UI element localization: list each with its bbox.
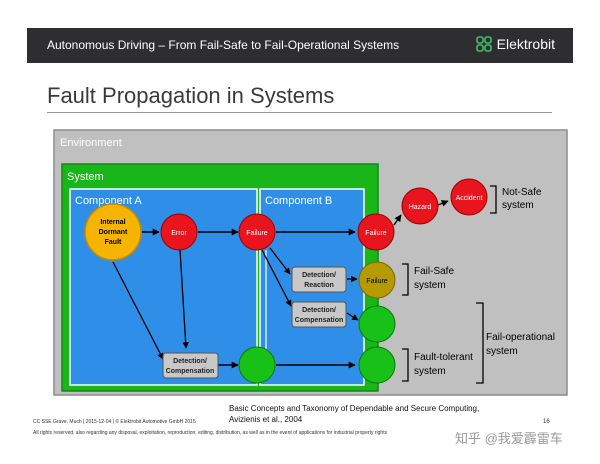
footer-rights: All rights reserved, also regarding any … — [33, 430, 388, 436]
fail-operational-label-line2: system — [486, 346, 518, 357]
not-safe-label-line2: system — [502, 200, 534, 211]
title-divider — [47, 112, 552, 113]
detection-reaction-line1: Detection/ — [302, 272, 336, 279]
hazard-node — [401, 187, 439, 225]
accident-label: Accident — [456, 195, 483, 202]
footer-copyright: CC SSE Grave, Much | 2015-12-04 | © Elek… — [33, 419, 196, 425]
detection-comp-b-to-ok-arrow — [346, 312, 359, 321]
detection-comp-a-line1: Detection/ — [173, 358, 207, 365]
component-failure-node — [238, 213, 276, 251]
error-node — [160, 213, 198, 251]
component-a-label: Component A — [75, 195, 142, 207]
system-label: System — [67, 171, 104, 183]
failure-to-hazard-arrow — [393, 214, 402, 226]
presentation-title: Autonomous Driving – From Fail-Safe to F… — [47, 38, 400, 52]
fault-label-line1: Internal — [100, 219, 125, 226]
detection-compensation-b-box — [291, 301, 347, 328]
citation-line1: Basic Concepts and Taxonomy of Dependabl… — [229, 404, 480, 413]
citation-line2: Avizienis et al., 2004 — [229, 415, 303, 424]
component-ok-node — [238, 346, 276, 384]
hazard-label: Hazard — [409, 204, 432, 211]
fail-operational-ok-node — [358, 305, 396, 343]
brand-logo: Elektrobit — [475, 36, 555, 52]
detection-compensation-a-box — [162, 352, 219, 379]
fault-tolerant-label-line1: Fault-tolerant — [414, 352, 473, 363]
detection-comp-a-line2: Compensation — [166, 368, 215, 375]
failure-to-detection-comp-b-arrow — [261, 249, 292, 307]
page-title: Fault Propagation in Systems — [47, 83, 335, 108]
fail-operational-label-line1: Fail-operational — [486, 332, 555, 343]
fault-label-line2: Dormant — [99, 229, 128, 236]
fail-operational-bracket — [476, 302, 484, 384]
watermark: 知乎 @我爱霹雷车 — [455, 431, 563, 446]
fault-tolerant-bracket — [402, 348, 409, 382]
fail-safe-label-line2: system — [414, 280, 446, 291]
detection-comp-b-line1: Detection/ — [302, 307, 336, 314]
fail-safe-label-line1: Fail-Safe — [414, 266, 454, 277]
fault-label-line3: Fault — [105, 239, 122, 246]
safe-failure-label: Failure — [366, 278, 388, 285]
not-safe-label-line1: Not-Safe — [502, 187, 542, 198]
detection-comp-b-line2: Compensation — [295, 317, 344, 324]
detection-reaction-line2: Reaction — [304, 282, 334, 289]
header-bar: Autonomous Driving – From Fail-Safe to F… — [27, 28, 573, 63]
component-failure-label: Failure — [246, 230, 268, 237]
not-safe-bracket — [490, 185, 497, 214]
fault-tolerant-ok-node — [358, 346, 396, 384]
elektrobit-logo-icon — [475, 36, 492, 52]
internal-dormant-fault-node — [84, 203, 142, 261]
detection-reaction-box — [291, 266, 347, 293]
failure-to-detection-reaction-arrow — [269, 247, 291, 275]
accident-node — [450, 178, 488, 216]
error-to-detection-a-arrow — [179, 249, 189, 349]
component-b-label: Component B — [265, 195, 332, 207]
environment-label: Environment — [60, 137, 122, 149]
fail-safe-bracket — [402, 263, 409, 296]
error-label: Error — [171, 230, 187, 237]
fault-tolerant-label-line2: system — [414, 366, 446, 377]
hazard-to-accident-arrow — [437, 200, 449, 207]
system-failure-node — [357, 213, 395, 251]
fault-to-detection-a-arrow — [112, 261, 164, 360]
system-failure-label: Failure — [365, 230, 387, 237]
safe-failure-node — [358, 261, 396, 299]
page-number: 16 — [543, 419, 550, 425]
citation: Basic Concepts and Taxonomy of Dependabl… — [229, 403, 529, 425]
brand-name: Elektrobit — [496, 36, 555, 52]
